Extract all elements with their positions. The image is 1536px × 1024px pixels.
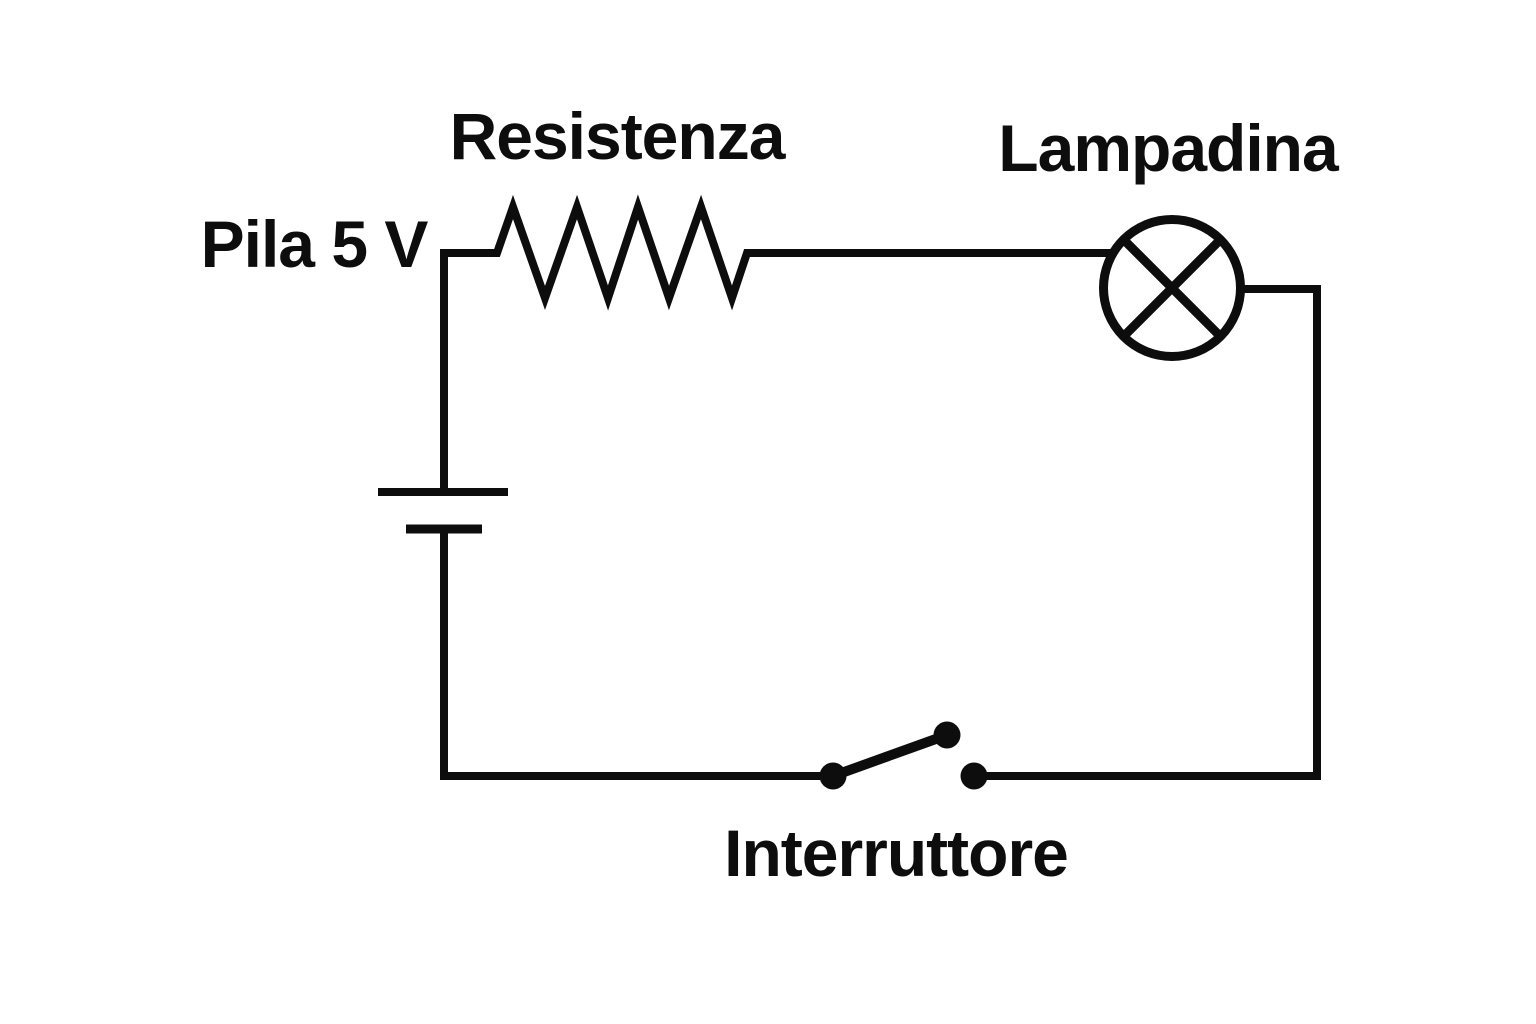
resistor-label: Resistenza (449, 99, 786, 173)
switch-label: Interruttore (724, 816, 1069, 890)
battery-label: Pila 5 V (200, 207, 429, 281)
switch-arm-icon (828, 730, 952, 781)
wire-right-side (974, 285, 1321, 780)
resistor-zigzag-icon (440, 194, 1111, 489)
switch-symbol (819, 721, 988, 790)
wire-bottom-left (440, 533, 833, 780)
switch-pivot-dot-icon (819, 762, 847, 790)
battery-symbol (378, 488, 508, 534)
lamp-symbol (1099, 215, 1245, 361)
switch-contact-dot-icon (960, 762, 988, 790)
resistor-symbol (440, 194, 1111, 489)
switch-arm-dot-icon (933, 721, 961, 749)
lamp-label: Lampadina (998, 111, 1338, 185)
lamp-cross-icon (1120, 236, 1224, 340)
